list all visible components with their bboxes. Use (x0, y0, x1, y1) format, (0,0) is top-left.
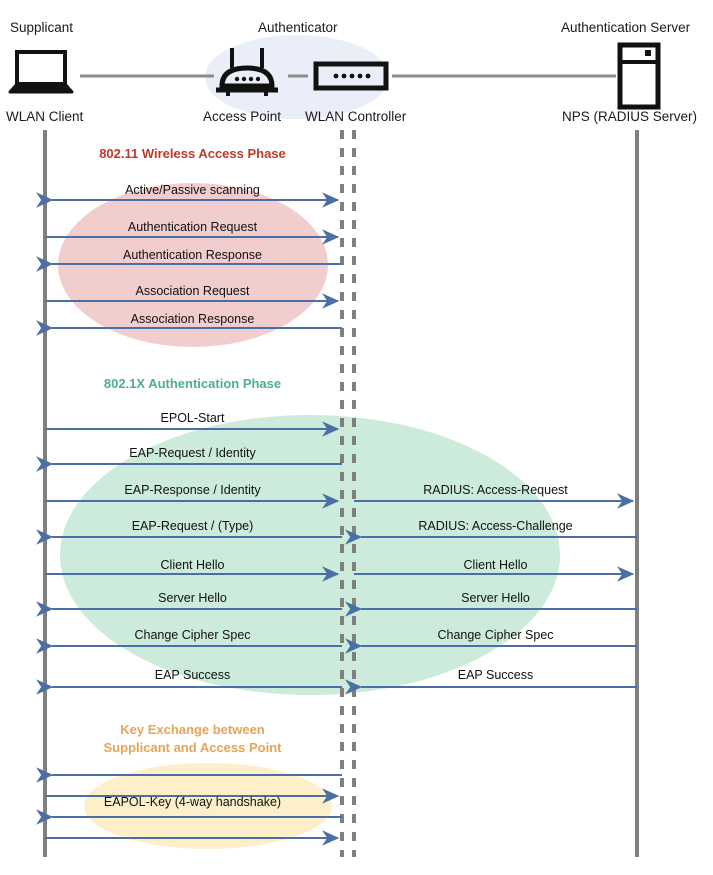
arrows-dot1x-left (36, 421, 342, 695)
actor-name-nps: NPS (RADIUS Server) (562, 109, 698, 124)
phase-ellipse-key-exchange (84, 763, 332, 849)
msg-association-request: Association Request (135, 284, 250, 298)
msg-eap-response-identity: EAP-Response / Identity (124, 483, 261, 497)
access-point-icon (216, 48, 278, 96)
actor-name-wlan-client: WLAN Client (6, 109, 84, 124)
phase-title-key-exchange-line2: Supplicant and Access Point (103, 740, 282, 755)
msg-client-hello-right: Client Hello (463, 558, 528, 572)
msg-eap-request-identity: EAP-Request / Identity (129, 446, 256, 460)
msg-radius-access-challenge: RADIUS: Access-Challenge (418, 519, 573, 533)
msg-association-response: Association Response (130, 312, 255, 326)
msg-epol-start: EPOL-Start (160, 411, 225, 425)
msg-change-cipher-spec-left: Change Cipher Spec (134, 628, 251, 642)
msg-eap-success-right: EAP Success (457, 668, 534, 682)
msg-eap-success-left: EAP Success (154, 668, 231, 682)
arrows-key-exchange (36, 767, 342, 846)
actor-name-wlan-controller: WLAN Controller (305, 109, 407, 124)
phase-title-wireless-access: 802.11 Wireless Access Phase (99, 146, 286, 161)
msg-client-hello-left: Client Hello (160, 558, 225, 572)
msg-authentication-response: Authentication Response (123, 248, 262, 262)
actor-role-authenticator: Authenticator (258, 20, 338, 35)
actor-role-supplicant: Supplicant (10, 20, 74, 35)
phase-ellipse-dot1x (60, 415, 560, 695)
phase-title-dot1x: 802.1X Authentication Phase (103, 376, 282, 391)
msg-change-cipher-spec-right: Change Cipher Spec (437, 628, 554, 642)
phase-title-key-exchange-line1: Key Exchange between (120, 722, 265, 737)
msg-active-passive-scanning: Active/Passive scanning (125, 183, 260, 197)
msg-server-hello-left: Server Hello (158, 591, 227, 605)
server-icon (617, 42, 661, 110)
arrows-wireless-access (36, 192, 342, 336)
arrows-dot1x-right (345, 493, 637, 695)
wlan-controller-icon (313, 61, 389, 91)
msg-authentication-request: Authentication Request (127, 220, 258, 234)
actor-name-access-point: Access Point (203, 109, 282, 124)
msg-radius-access-request: RADIUS: Access-Request (423, 483, 568, 497)
laptop-icon (8, 50, 74, 94)
msg-server-hello-right: Server Hello (461, 591, 530, 605)
msg-eapol-key-4way: EAPOL-Key (4-way handshake) (103, 795, 282, 809)
msg-eap-request-type: EAP-Request / (Type) (131, 519, 254, 533)
actor-role-authentication-server: Authentication Server (561, 20, 691, 35)
